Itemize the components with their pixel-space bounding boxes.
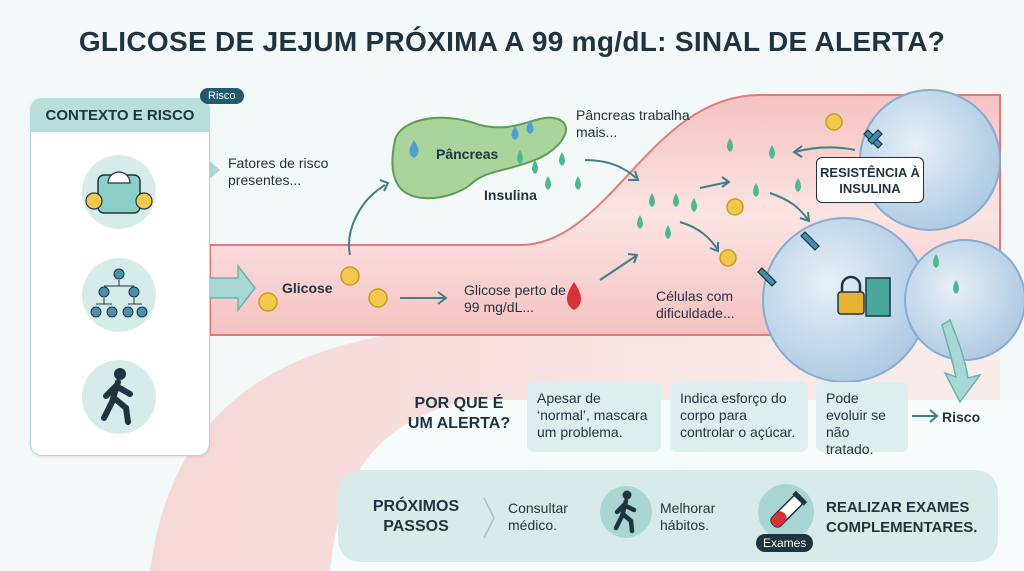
blood-drop-icon [567, 282, 581, 310]
reason-box-2: Indica esforço do corpo para controlar o… [670, 382, 808, 452]
page-title: GLICOSE DE JEJUM PRÓXIMA A 99 mg/dL: SIN… [78, 26, 946, 57]
step-consult: Consultar médico. [508, 500, 568, 533]
final-recommendation: REALIZAR EXAMES COMPLEMENTARES. [826, 499, 978, 536]
exams-tag: Exames [756, 534, 814, 552]
next-steps-panel [338, 470, 998, 562]
risk-tag: Risco [200, 88, 244, 104]
glucose-label: Glicose [282, 280, 333, 296]
pancreas-works-text: Pâncreas trabalha mais... [576, 107, 690, 140]
insulin-label: Insulina [484, 187, 537, 203]
chevron-right-icon [483, 497, 495, 539]
walking-person-icon [600, 486, 652, 538]
pancreas-icon [391, 116, 567, 200]
pancreas-label: Pâncreas [436, 146, 499, 162]
receptor-icon [757, 129, 883, 287]
walking-person-icon [82, 360, 156, 434]
lock-icon [837, 275, 891, 317]
reason-box-1: Apesar de ‘normal’, mascara um problema. [527, 382, 661, 452]
risk-label: Risco [942, 409, 981, 425]
insulin-drops [517, 138, 959, 294]
context-header: CONTEXTO E RISCO [30, 98, 210, 132]
risk-factors-text: Fatores de risco presentes... [228, 155, 329, 188]
arrow-icon [348, 145, 939, 423]
resistance-label: RESISTÊNCIA À INSULINA [820, 165, 920, 196]
reason-box-3: Pode evoluir se não tratado. [816, 382, 908, 457]
scale-icon [82, 155, 156, 229]
cells-text: Células com dificuldade... [656, 288, 735, 321]
test-tube-icon [758, 484, 814, 540]
step-habits: Melhorar hábitos. [660, 500, 716, 533]
next-steps-label: PRÓXIMOS PASSOS [372, 498, 460, 535]
down-arrow [941, 318, 982, 404]
glucose-molecules [258, 113, 843, 312]
family-tree-icon [82, 258, 156, 332]
droplet-icon [409, 140, 419, 158]
glucose-near-text: Glicose perto de 99 mg/dL... [464, 282, 566, 315]
resistance-badge: RESISTÊNCIA À INSULINA [816, 157, 924, 203]
why-label: POR QUE É UM ALERTA? [407, 395, 511, 432]
